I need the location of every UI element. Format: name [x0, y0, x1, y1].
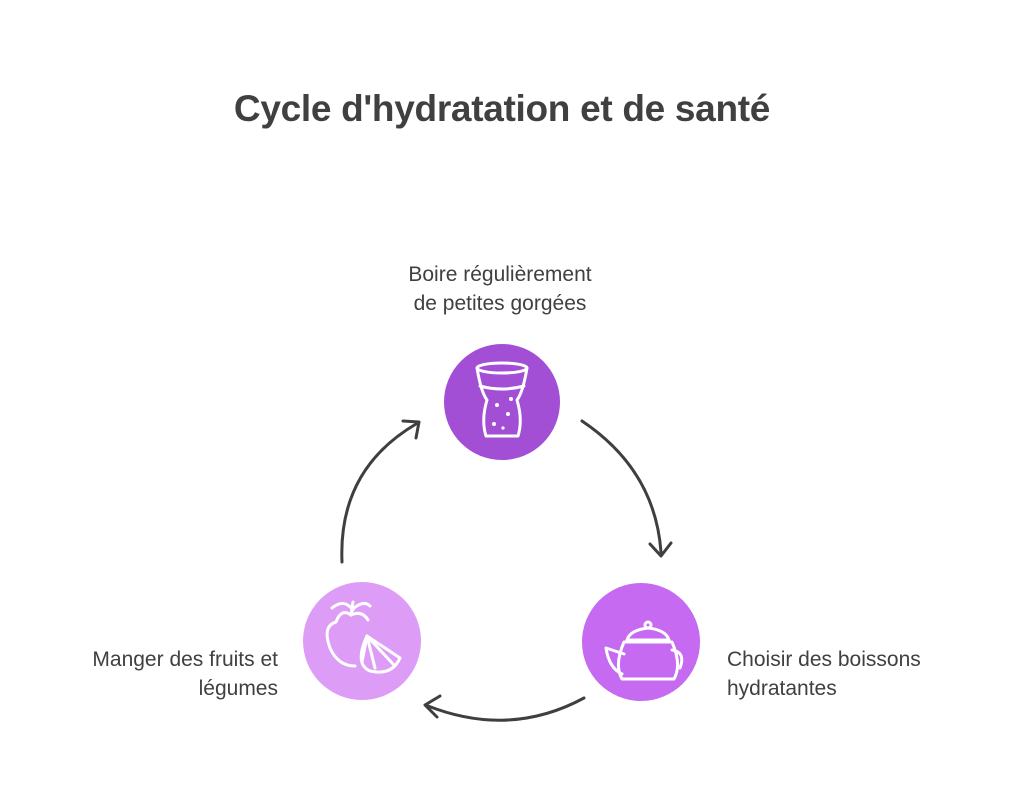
step-left-label-line-2: légumes: [198, 677, 278, 700]
step-left-label-line-1: Manger des fruits et: [92, 648, 278, 671]
step-right-label-line-1: Choisir des boissons: [727, 648, 921, 671]
teapot-icon: [604, 620, 684, 681]
page-title: Cycle d'hydratation et de santé: [233, 88, 771, 129]
step-top-node: [444, 344, 560, 460]
arrow-left-to-top: [340, 419, 421, 564]
step-right-label-line-2: hydratantes: [727, 677, 837, 700]
step-left-label: Manger des fruits et légumes: [20, 645, 278, 703]
step-left-circle: [303, 582, 421, 700]
arrow-right-to-left: [423, 694, 586, 722]
step-top-label: Boire régulièrement de petites gorgées: [340, 260, 660, 318]
step-right-node: [582, 583, 700, 701]
step-top-circle: [444, 344, 560, 460]
step-top-label-line-2: de petites gorgées: [413, 292, 587, 315]
step-right-label: Choisir des boissons hydratantes: [727, 645, 1017, 703]
step-top-label-line-1: Boire régulièrement: [408, 263, 592, 286]
glass-icon: [475, 361, 529, 438]
step-left-node: [303, 582, 421, 700]
fruit-icon: [325, 600, 402, 674]
arrow-top-to-right: [580, 419, 673, 558]
